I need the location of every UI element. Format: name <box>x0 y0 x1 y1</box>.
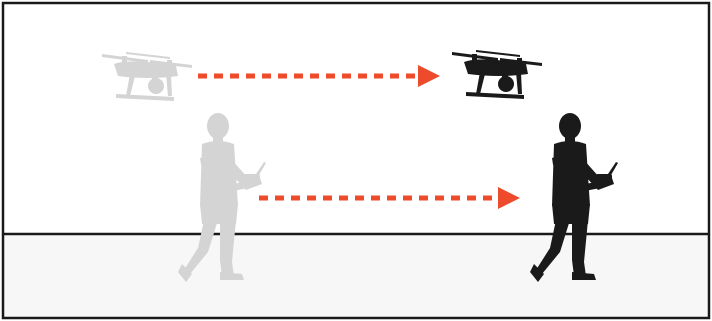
floor-area <box>4 234 708 317</box>
drone-motion-arrow <box>198 65 440 87</box>
pilot-motion-arrow <box>259 187 520 209</box>
